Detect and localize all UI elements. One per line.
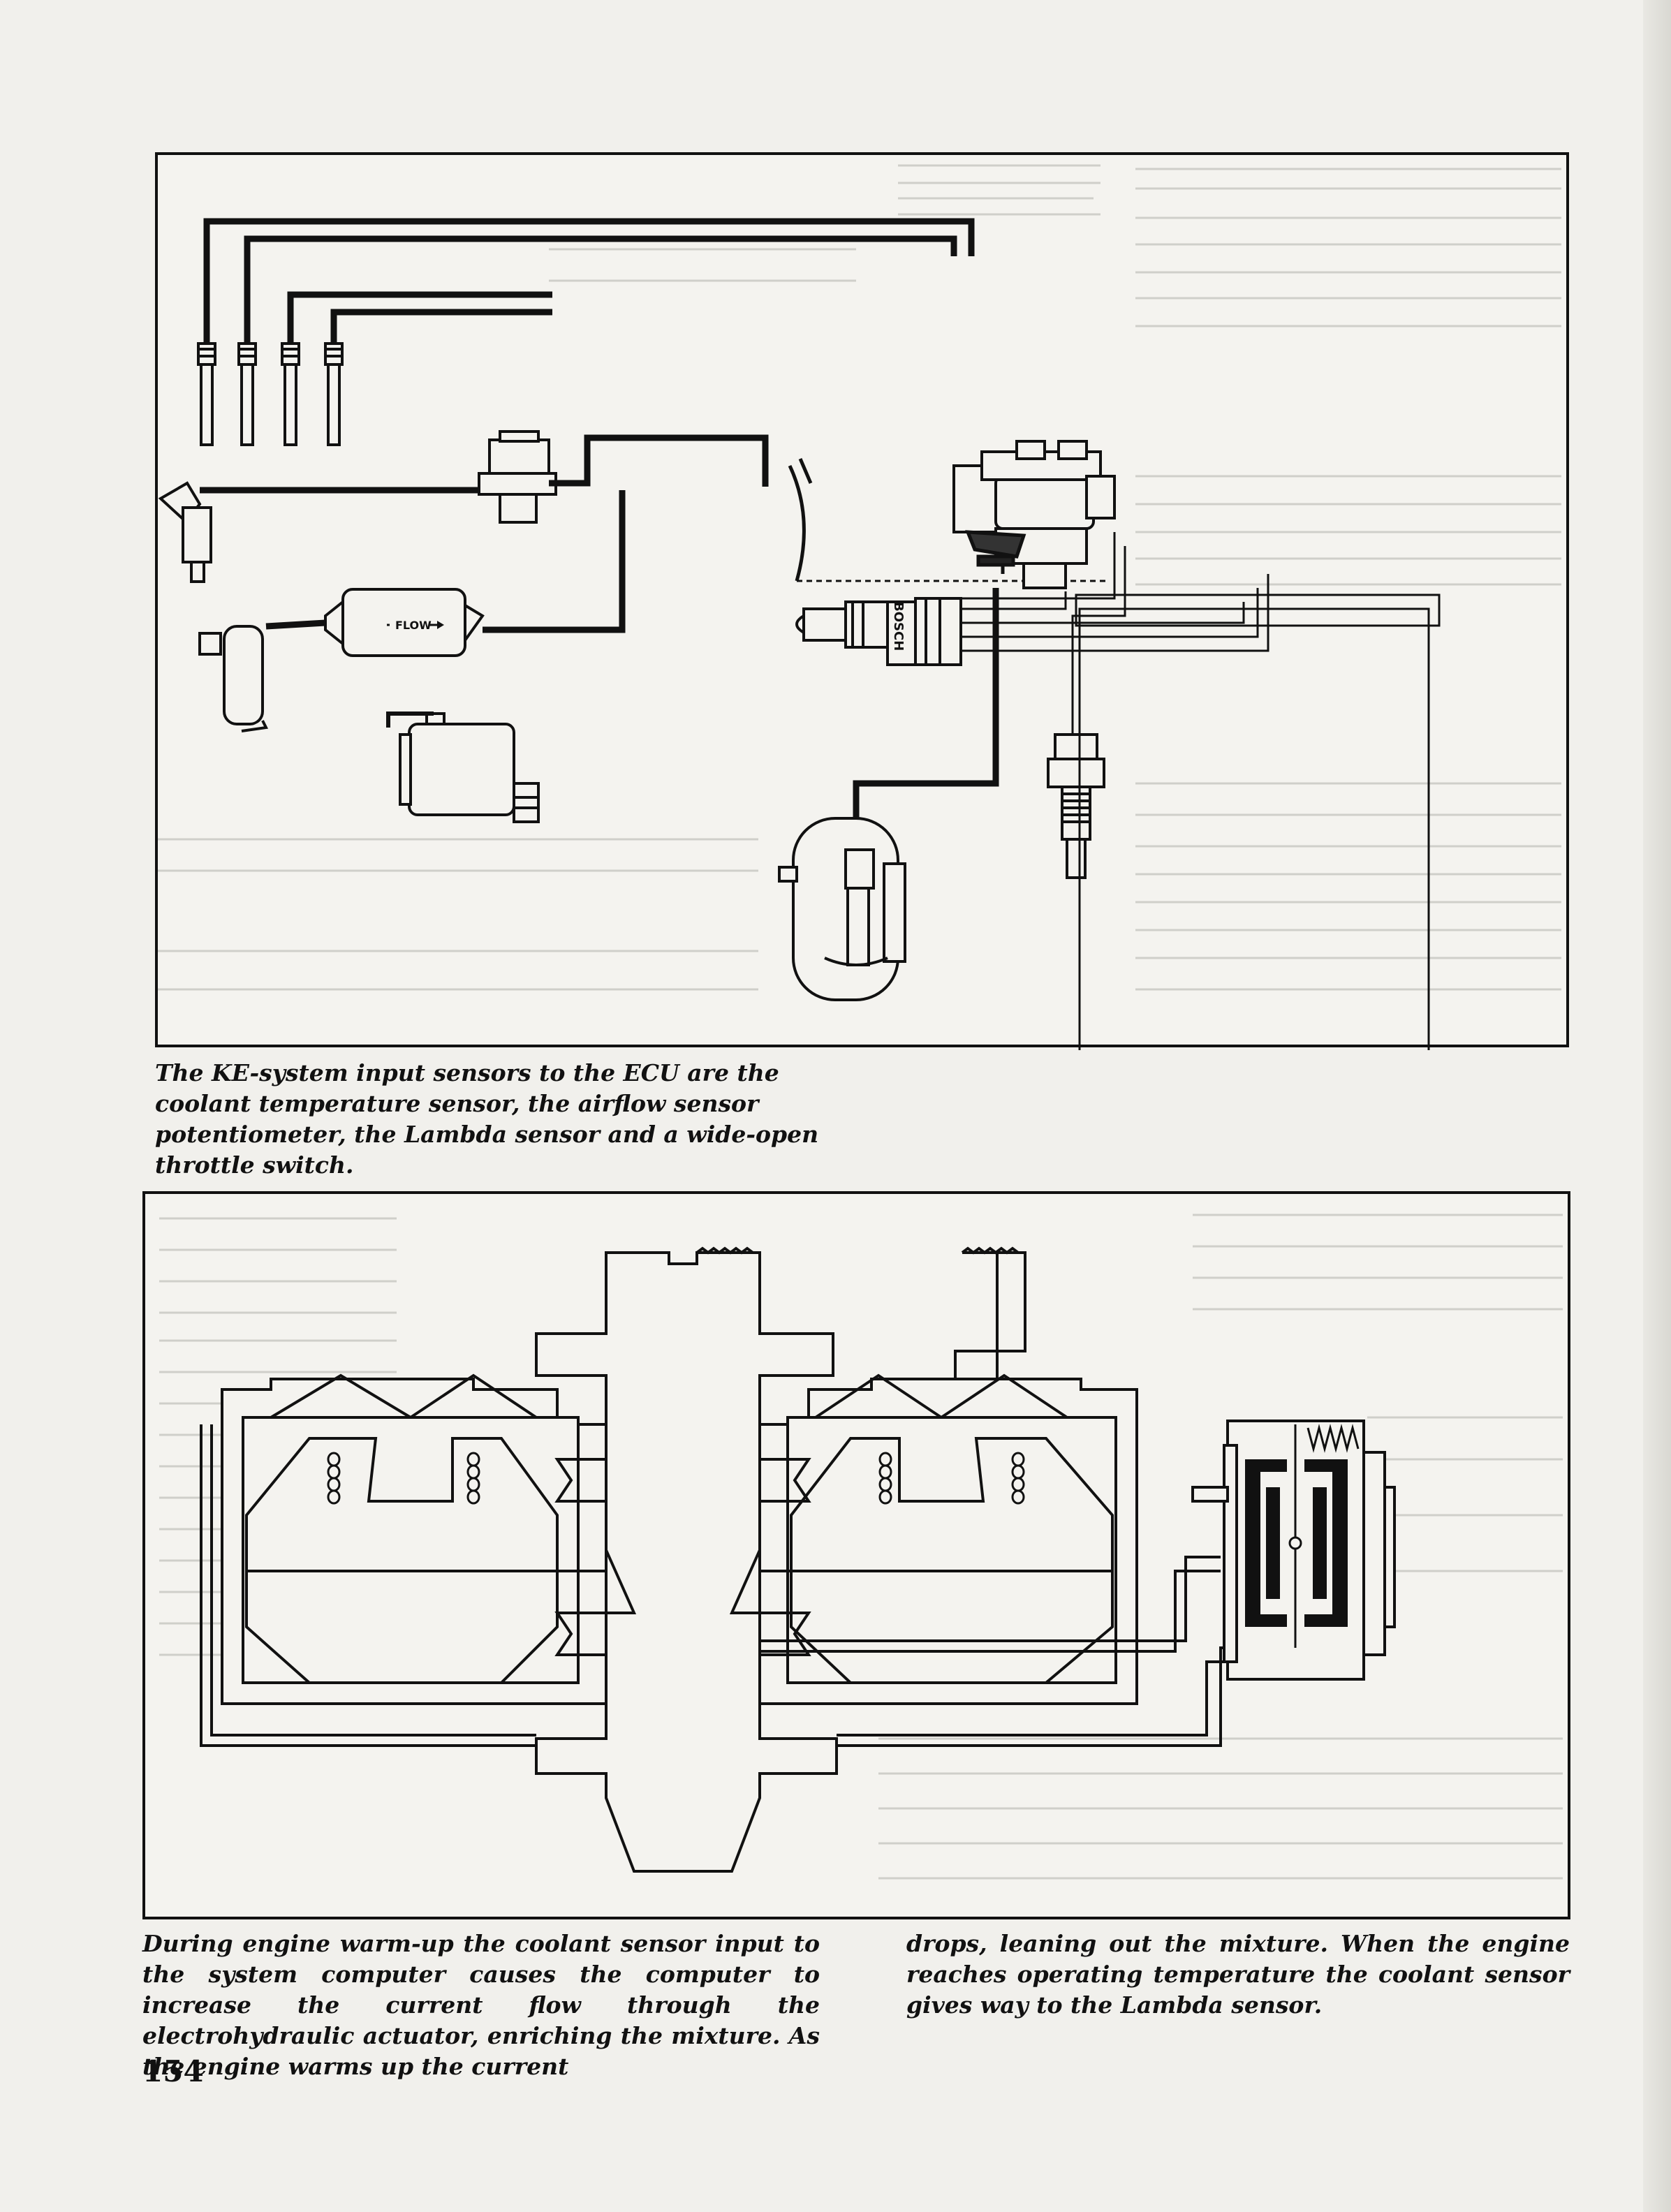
fuel-pump bbox=[399, 712, 540, 823]
actuator-spring bbox=[1306, 1424, 1360, 1453]
fuel-tank bbox=[778, 817, 906, 1001]
figure2-caption-right: drops, leaning out the mixture. When the… bbox=[906, 1930, 1570, 2019]
spark-plug-3 bbox=[281, 342, 300, 446]
coolant-temperature-sensor bbox=[1047, 733, 1105, 879]
airflow-sensor-potentiometer bbox=[965, 530, 1026, 574]
left-diaphragm-chambers bbox=[245, 1437, 606, 1684]
ecu-wiring bbox=[961, 546, 1441, 1050]
ignition-wire-4 bbox=[330, 309, 552, 344]
plunger-threads bbox=[695, 1246, 1019, 1255]
lambda-sensor bbox=[795, 597, 962, 666]
figure2-caption-left: During engine warm-up the coolant sensor… bbox=[142, 1930, 820, 2080]
actuator-cross-section bbox=[159, 1214, 1563, 1880]
fuel-filter bbox=[324, 588, 485, 657]
ignition-wire-2 bbox=[244, 235, 957, 344]
right-springs bbox=[878, 1452, 1025, 1505]
actuator-armature bbox=[1288, 1424, 1302, 1648]
figure-electrohydraulic-actuator bbox=[142, 1191, 1570, 1919]
bleed-through-text bbox=[158, 164, 1561, 991]
spark-plug-1 bbox=[197, 342, 216, 446]
figure1-caption: The KE-system input sensors to the ECU a… bbox=[155, 1059, 819, 1179]
wedge-ports bbox=[554, 1458, 811, 1656]
pressure-actuator bbox=[478, 430, 557, 524]
left-springs bbox=[327, 1452, 480, 1505]
spark-plug-4 bbox=[324, 342, 344, 446]
spark-plug-2 bbox=[237, 342, 257, 446]
bosch-label: BOSCH bbox=[891, 602, 906, 651]
spark-plugs bbox=[197, 342, 344, 446]
ke-system-diagram: FLOW bbox=[158, 164, 1561, 1050]
actuator-magnet-coils bbox=[1245, 1459, 1348, 1627]
air-horn bbox=[788, 464, 806, 582]
cold-start-valve bbox=[158, 481, 212, 583]
fuel-distributor bbox=[952, 440, 1116, 589]
page-number: 154 bbox=[142, 2054, 204, 2088]
figure-ke-system-sensors: FLOW bbox=[155, 152, 1569, 1050]
right-diaphragm-chambers bbox=[760, 1437, 1114, 1684]
flow-label: FLOW bbox=[395, 619, 432, 632]
fuel-line-filter bbox=[483, 490, 626, 633]
fuel-accumulator bbox=[198, 625, 269, 732]
fuel-line-accumulator bbox=[265, 619, 326, 630]
fuel-line-actuator bbox=[549, 434, 769, 487]
page-edge-shadow bbox=[1643, 0, 1671, 2212]
ignition-wire-3 bbox=[287, 291, 552, 344]
ignition-wires bbox=[203, 218, 975, 344]
fuel-line-tank bbox=[853, 588, 999, 818]
ignition-wire-1 bbox=[203, 218, 975, 344]
